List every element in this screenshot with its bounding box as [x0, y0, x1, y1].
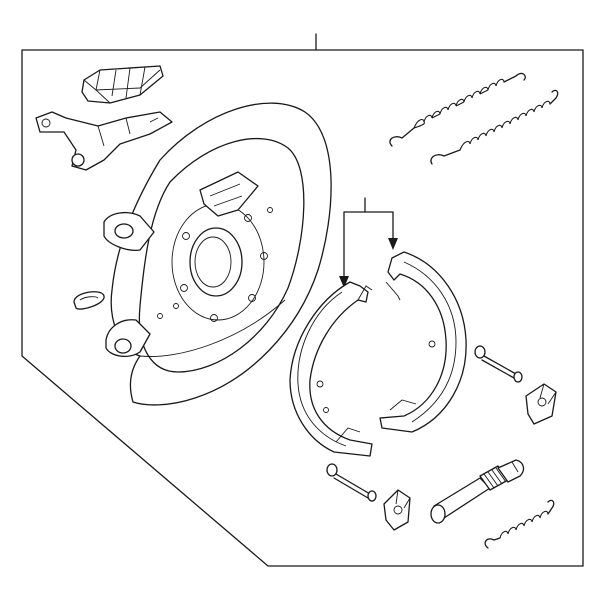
strut-bracket [81, 65, 164, 104]
retainer-clip-upper [525, 383, 557, 425]
backing-plate [103, 102, 332, 406]
arrow-head-rear-shoe [388, 238, 398, 250]
retainer-clip-lower [383, 489, 411, 531]
brake-shoe-rear [379, 251, 467, 433]
brake-shoe-front [289, 281, 373, 457]
hold-down-pin-lower [326, 463, 377, 502]
return-spring-upper [389, 72, 526, 147]
adjuster-spring [484, 499, 555, 549]
grommet-plug [73, 291, 105, 310]
adjuster-assembly [430, 459, 525, 524]
parking-lever [35, 111, 173, 171]
shoe-callout-bracket [339, 197, 398, 288]
return-spring-lower [430, 89, 559, 165]
hold-down-pin-upper [474, 345, 523, 383]
arrow-head-front-shoe [339, 276, 349, 288]
group-frame [21, 33, 584, 567]
